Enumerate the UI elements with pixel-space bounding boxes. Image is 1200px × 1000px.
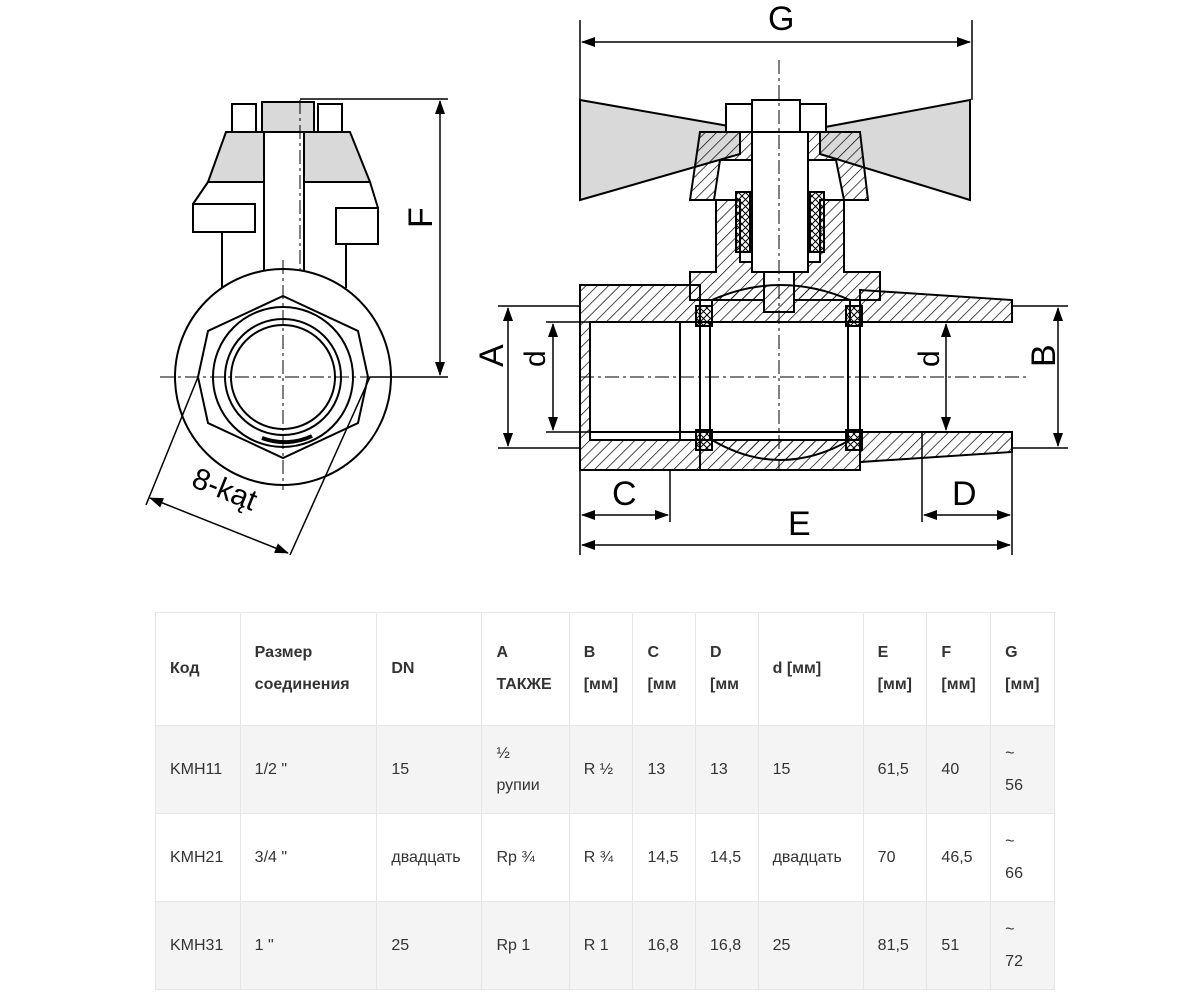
label-C: C <box>612 475 637 513</box>
cell-dn: 25 <box>376 901 483 990</box>
cell-a: ½ рупии <box>481 725 570 814</box>
label-A: A <box>473 344 511 367</box>
dimension-hex <box>145 376 371 556</box>
cell-code: KMH31 <box>155 901 241 990</box>
label-d-left: d <box>519 350 552 367</box>
table-row: KMH31 1 " 25 Rp 1 R 1 16,8 16,8 25 81,5 … <box>155 901 1055 990</box>
table-row: KMH21 3/4 " двадцать Rp ¾ R ¾ 14,5 14,5 … <box>155 813 1055 902</box>
col-header-code: Код <box>155 612 241 726</box>
dimension-d-left <box>546 321 590 433</box>
cell-c: 14,5 <box>632 813 697 902</box>
cell-d-small: 25 <box>757 901 864 990</box>
dimension-A <box>498 305 580 449</box>
cell-d-small: 15 <box>757 725 864 814</box>
cell-size: 1 " <box>239 901 378 990</box>
cell-g: ~ 72 <box>990 901 1055 990</box>
end-view <box>160 100 410 490</box>
col-header-dn: DN <box>376 612 483 726</box>
dimension-G <box>579 20 973 100</box>
cell-a: Rp ¾ <box>481 813 570 902</box>
section-view <box>579 98 1013 471</box>
cell-f: 40 <box>926 725 992 814</box>
col-header-f: F [мм] <box>926 612 992 726</box>
cell-e: 81,5 <box>862 901 928 990</box>
cell-b: R ½ <box>568 725 634 814</box>
cell-size: 1/2 " <box>239 725 378 814</box>
cell-d-small: двадцать <box>757 813 864 902</box>
cell-e: 61,5 <box>862 725 928 814</box>
col-header-a: A ТАКЖЕ <box>481 612 570 726</box>
valve-technical-drawing: F 8-kąt <box>145 0 1068 556</box>
label-d-right: d <box>913 350 946 367</box>
cell-d: 14,5 <box>695 813 759 902</box>
cell-code: KMH11 <box>155 725 241 814</box>
cell-f: 46,5 <box>926 813 992 902</box>
col-header-d-small: d [мм] <box>757 612 864 726</box>
spec-table: Код Размер соединения DN A ТАКЖЕ B [мм] … <box>155 612 1055 990</box>
label-B: B <box>1025 344 1063 367</box>
cell-c: 13 <box>632 725 697 814</box>
col-header-b: B [мм] <box>568 612 634 726</box>
cell-g: ~ 66 <box>990 813 1055 902</box>
table-row: KMH11 1/2 " 15 ½ рупии R ½ 13 13 15 61,5… <box>155 725 1055 814</box>
cell-dn: двадцать <box>376 813 483 902</box>
cell-b: R ¾ <box>568 813 634 902</box>
col-header-size: Размер соединения <box>239 612 378 726</box>
table-header-row: Код Размер соединения DN A ТАКЖЕ B [мм] … <box>155 612 1055 726</box>
col-header-d: D [мм <box>695 612 759 726</box>
cell-dn: 15 <box>376 725 483 814</box>
cell-code: KMH21 <box>155 813 241 902</box>
label-E: E <box>788 505 811 543</box>
label-F: F <box>402 207 440 228</box>
cell-a: Rp 1 <box>481 901 570 990</box>
stem-top <box>261 101 315 133</box>
label-G: G <box>768 0 794 38</box>
dimension-D <box>921 432 1013 555</box>
col-header-e: E [мм] <box>862 612 928 726</box>
label-D: D <box>952 475 977 513</box>
dimension-C <box>579 470 671 555</box>
cell-g: ~ 56 <box>990 725 1055 814</box>
cell-d: 13 <box>695 725 759 814</box>
col-header-c: C [мм <box>632 612 697 726</box>
dimension-F <box>300 98 448 378</box>
cell-e: 70 <box>862 813 928 902</box>
cell-d: 16,8 <box>695 901 759 990</box>
cell-f: 51 <box>926 901 992 990</box>
dimension-B <box>1012 305 1068 449</box>
cell-b: R 1 <box>568 901 634 990</box>
section-centerlines <box>580 60 1030 470</box>
cell-c: 16,8 <box>632 901 697 990</box>
cell-size: 3/4 " <box>239 813 378 902</box>
col-header-g: G [мм] <box>990 612 1055 726</box>
